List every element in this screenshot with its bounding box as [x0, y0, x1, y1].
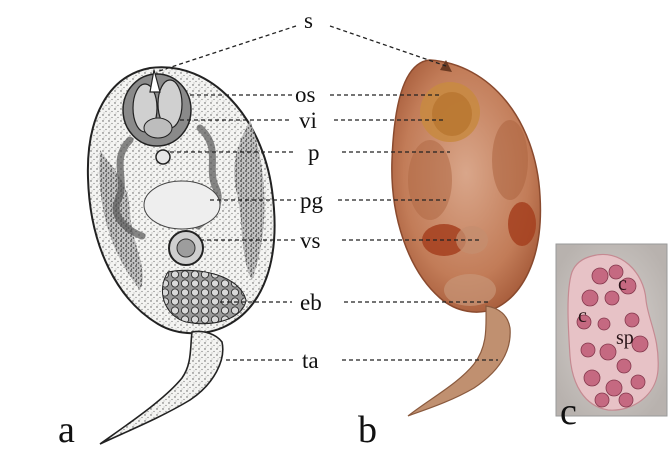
inset-label-c1: c	[618, 273, 627, 295]
label-eb: eb	[300, 290, 322, 315]
label-os: os	[295, 82, 316, 107]
panel-label-a: a	[58, 409, 75, 451]
label-pg: pg	[300, 188, 324, 213]
inset-label-c2: c	[578, 305, 587, 327]
excretory-bladder-b	[444, 274, 496, 306]
label-s: s	[304, 8, 313, 33]
label-vi: vi	[299, 108, 317, 133]
ventral-sucker-inner-a	[177, 239, 195, 257]
gland-b-right	[508, 202, 536, 246]
structure-labels: s os vi p pg vs eb ta	[295, 8, 324, 373]
tail-a	[100, 331, 223, 444]
panel-label-b: b	[358, 409, 377, 451]
inset-label-sp: sp	[616, 327, 634, 349]
drawing-panel-a	[88, 67, 275, 444]
dark-region-b-right	[492, 120, 528, 200]
oral-sucker-b-inner	[432, 92, 472, 136]
pharynx-a	[156, 150, 170, 164]
virgula-lobe-bottom	[144, 118, 172, 138]
label-vs: vs	[300, 228, 321, 253]
leader-s-left	[156, 26, 296, 72]
label-ta: ta	[302, 348, 319, 373]
tail-b	[408, 306, 510, 416]
penetration-gland-a	[144, 181, 220, 229]
panel-label-c: c	[560, 391, 577, 433]
photo-panel-b	[392, 60, 541, 416]
label-p: p	[308, 140, 320, 165]
